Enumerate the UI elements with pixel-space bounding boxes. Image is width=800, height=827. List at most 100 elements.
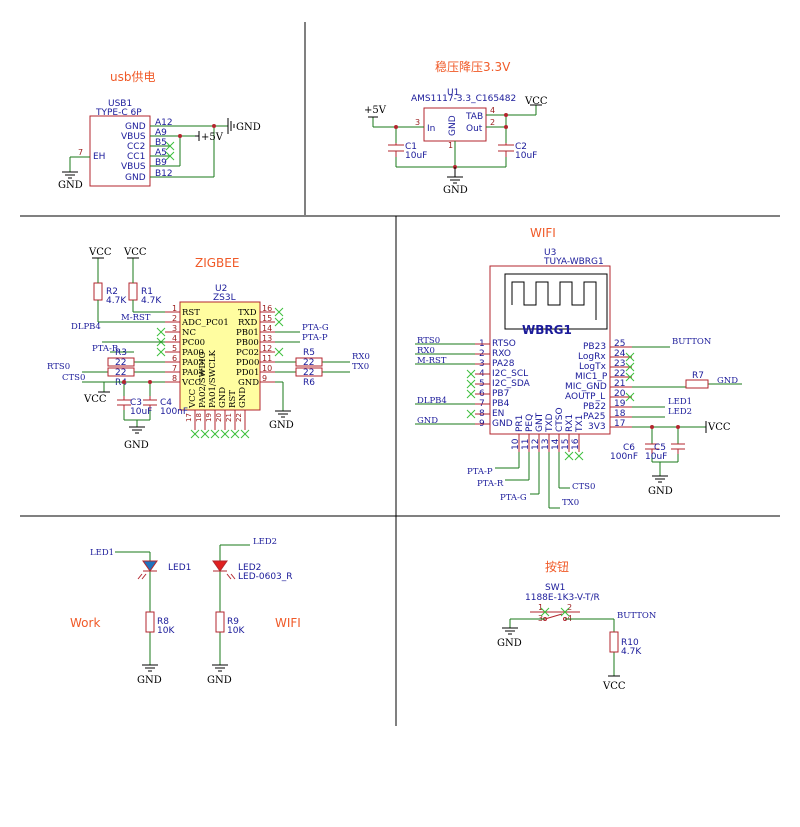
wifi-section: WIFI U3 TUYA-WBRG1 WBRG1 RTSO RXO PA28 I…	[415, 226, 742, 509]
wifi-right-pin-labels: PB23 LogRx LogTx MIC1_P MIC_GND AOUTP_L …	[565, 342, 608, 432]
svg-text:6: 6	[172, 354, 177, 363]
led1-ref: LED1	[168, 563, 191, 573]
svg-text:MIC1_P: MIC1_P	[575, 372, 608, 382]
svg-text:PA25: PA25	[583, 412, 605, 422]
svg-text:ADC_PC01: ADC_PC01	[181, 318, 229, 328]
wifi-c5-c6-symbols	[645, 443, 685, 454]
wifi-r7-symbol	[685, 379, 709, 389]
wifi-title: WIFI	[530, 226, 556, 240]
zigbee-c3-value: 10uF	[130, 407, 152, 417]
svg-text:TXD: TXD	[238, 308, 257, 318]
zigbee-r3-value: 22	[115, 358, 126, 368]
svg-text:PC00: PC00	[182, 338, 205, 348]
svg-text:I2C_SDA: I2C_SDA	[492, 379, 531, 389]
svg-text:RXO: RXO	[492, 349, 511, 359]
wifi-net-ptag: PTA-G	[500, 493, 527, 503]
led2-value: LED-0603_R	[238, 572, 293, 582]
zigbee-right-pin-numbers: 16 15 14 13 12 11 10 9	[262, 304, 272, 383]
svg-text:3: 3	[415, 118, 420, 127]
zigbee-r3-ref: R3	[115, 348, 127, 358]
svg-text:GND: GND	[492, 419, 513, 429]
zigbee-left-pin-numbers: 1 2 3 4 5 6 7 8	[172, 304, 177, 383]
zigbee-r5-r6-symbols	[295, 357, 323, 377]
svg-text:CC1: CC1	[127, 152, 145, 162]
ldo-title: 稳压降压3.3V	[435, 59, 511, 74]
led1-gnd-label: GND	[137, 675, 162, 686]
zigbee-net-mrst: M-RST	[121, 313, 151, 323]
svg-text:PB22: PB22	[583, 402, 606, 412]
svg-text:15: 15	[262, 314, 272, 323]
svg-text:A12: A12	[155, 118, 173, 128]
zigbee-r2-ref: R2	[106, 287, 118, 297]
ldo-ref: U1	[447, 88, 459, 98]
svg-text:NC: NC	[182, 328, 196, 338]
svg-text:3: 3	[172, 324, 177, 333]
zigbee-r1-value: 4.7K	[141, 296, 162, 306]
wifi-bottom-nc-markers	[564, 451, 584, 461]
r10-ref: R10	[621, 638, 639, 648]
zigbee-r3-r4-symbols	[107, 357, 135, 377]
zigbee-title: ZIGBEE	[195, 256, 239, 270]
led1-emission-arrows	[137, 573, 147, 580]
zigbee-bottom-pin-labels: VCC PA02/SWDIO PA01/SWCLK GND RST GND	[188, 350, 248, 409]
zigbee-net-ptap: PTA-P	[302, 333, 328, 343]
ldo-value: AMS1117-3.3_C165482	[411, 94, 516, 104]
svg-text:17: 17	[185, 413, 193, 422]
svg-text:PA03: PA03	[182, 358, 204, 368]
svg-text:9: 9	[262, 374, 267, 383]
usb-eh-label: EH	[93, 152, 105, 162]
svg-text:21: 21	[614, 379, 625, 389]
svg-text:PEQ: PEQ	[525, 414, 535, 432]
svg-text:A9: A9	[155, 128, 167, 138]
ldo-gnd-symbol	[447, 167, 463, 184]
zigbee-right-pin-labels: TXD RXD PB01 PB00 PC02 PD00 PD01 GND	[236, 308, 259, 388]
wifi-net-gnd: GND	[417, 416, 438, 426]
svg-text:PB00: PB00	[236, 338, 259, 348]
svg-text:1: 1	[448, 141, 453, 150]
zigbee-r6-ref: R6	[303, 378, 315, 388]
ldo-gnd-label: GND	[443, 185, 468, 196]
ldo-section: 稳压降压3.3V U1 AMS1117-3.3_C165482 In TAB O…	[364, 59, 548, 196]
zigbee-net-cts0: CTS0	[62, 373, 85, 383]
led-section: Work WIFI LED1 LED1 R8 10K GND LED2	[70, 537, 301, 686]
svg-text:13: 13	[262, 334, 272, 343]
wifi-vcc-label: VCC	[707, 422, 731, 433]
svg-text:11: 11	[521, 439, 531, 450]
r9-value: 10K	[227, 626, 245, 636]
r9-ref: R9	[227, 617, 239, 627]
wifi-c6-ref: C6	[623, 443, 635, 453]
wifi-gnd-label: GND	[648, 486, 673, 497]
usb-plus5-label: +5V	[201, 132, 224, 143]
svg-text:GND: GND	[125, 173, 146, 183]
svg-text:17: 17	[614, 419, 625, 429]
svg-text:2: 2	[172, 314, 177, 323]
svg-text:CC2: CC2	[127, 142, 145, 152]
ldo-plus5-label: +5V	[364, 105, 387, 116]
svg-text:2: 2	[490, 118, 495, 127]
svg-text:LogTx: LogTx	[579, 362, 607, 372]
ldo-vcc-label: VCC	[524, 96, 548, 107]
svg-text:GND: GND	[238, 378, 259, 388]
svg-text:4: 4	[490, 106, 495, 115]
svg-text:TX1: TX1	[575, 415, 585, 433]
ldo-c2-ref: C2	[515, 142, 527, 152]
svg-text:LogRx: LogRx	[578, 352, 606, 362]
usb-gnd2-label: GND	[236, 122, 261, 133]
sw1-net-button: BUTTON	[617, 611, 657, 621]
usb-pin-labels: GND VBUS CC2 CC1 VBUS GND A12 A9 B5 A5 B…	[121, 118, 173, 183]
usb-connector-body	[89, 115, 151, 187]
wifi-right-nc-markers	[625, 352, 635, 402]
svg-text:11: 11	[262, 354, 272, 363]
usb-ref: USB1	[108, 99, 132, 109]
zigbee-ref: U2	[215, 284, 227, 294]
zigbee-r1-vcc-label: VCC	[123, 247, 147, 258]
zigbee-r2-value: 4.7K	[106, 296, 127, 306]
led2-red-diode	[212, 560, 228, 572]
svg-text:19: 19	[614, 399, 626, 409]
r10-value: 4.7K	[621, 647, 642, 657]
zigbee-r4-ref: R4	[115, 378, 127, 388]
zigbee-r6-value: 22	[303, 368, 314, 378]
wifi-bottom-pin-numbers: 10 11 12 13 14 15 16	[511, 438, 581, 450]
svg-text:10: 10	[511, 438, 521, 450]
